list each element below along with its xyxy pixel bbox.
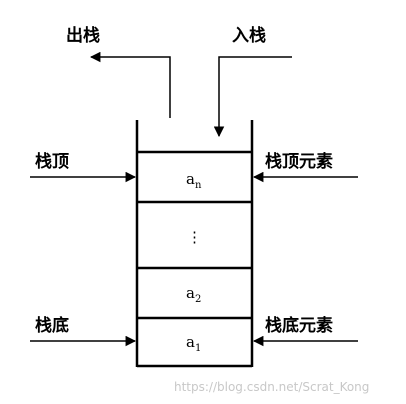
push-arrow (213, 56, 292, 138)
cell-ellipsis: ⋮ (187, 228, 202, 246)
push-label: 入栈 (232, 25, 266, 46)
bottom-label: 栈底 (35, 315, 69, 336)
cell-a1: a1 (186, 333, 201, 354)
pop-label: 出栈 (66, 25, 100, 46)
top-label: 栈顶 (35, 151, 69, 172)
pop-arrow (89, 51, 171, 118)
cell-a2: a2 (186, 284, 201, 305)
bottom-element-label: 栈底元素 (265, 315, 333, 336)
cell-an: an (186, 170, 202, 191)
top-element-label: 栈顶元素 (265, 151, 333, 172)
watermark: https://blog.csdn.net/Scrat_Kong (174, 380, 369, 394)
